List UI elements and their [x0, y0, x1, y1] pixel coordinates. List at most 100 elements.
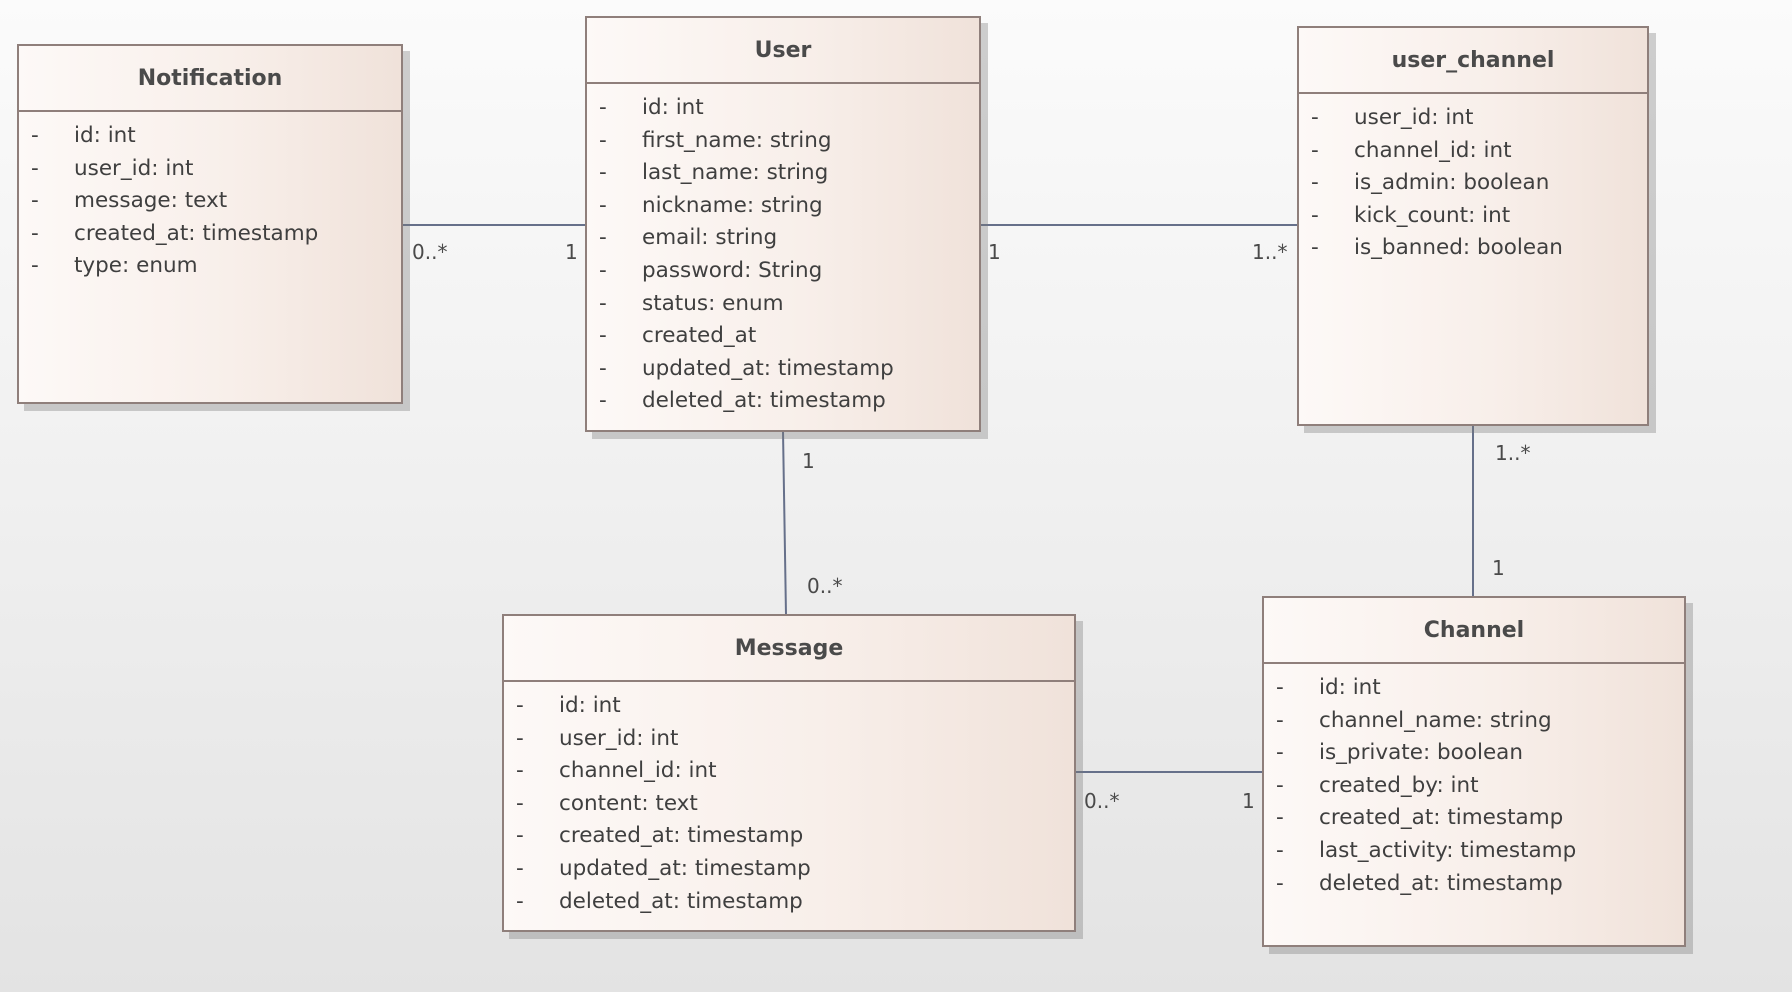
attribute-text: updated_at: timestamp — [559, 855, 811, 881]
attribute: - channel_id: int — [504, 755, 1074, 788]
attribute: - type: enum — [19, 250, 401, 283]
attribute: - updated_at: timestamp — [504, 853, 1074, 886]
visibility-marker: - — [516, 823, 524, 849]
visibility-marker: - — [31, 253, 39, 279]
attribute-text: id: int — [74, 123, 136, 148]
visibility-marker: - — [1311, 105, 1319, 130]
multiplicity-channel-side-user-channel: 1 — [1492, 556, 1505, 580]
attribute-text: channel_name: string — [1319, 707, 1552, 733]
attribute: - last_name: string — [587, 157, 979, 190]
visibility-marker: - — [599, 95, 607, 120]
multiplicity-message-side-channel: 0..* — [1084, 789, 1120, 813]
visibility-marker: - — [599, 290, 607, 316]
visibility-marker: - — [516, 693, 524, 718]
visibility-marker: - — [599, 388, 607, 414]
attribute: -created_at: timestamp — [1264, 802, 1684, 835]
visibility-marker: - — [516, 855, 524, 881]
visibility-marker: - — [599, 257, 607, 283]
attribute-text: channel_id: int — [559, 758, 717, 784]
visibility-marker: - — [1311, 170, 1319, 196]
attribute-text: kick_count: int — [1354, 202, 1511, 228]
attribute-text: is_banned: boolean — [1354, 235, 1563, 261]
attribute: -channel_id: int — [1299, 135, 1647, 168]
attribute-text: created_at: timestamp — [74, 220, 319, 246]
attribute: -message: text — [19, 185, 401, 218]
attribute-text: last_name: string — [642, 160, 829, 186]
attribute: -is_private: boolean — [1264, 737, 1684, 770]
attribute-text: last_activity: timestamp — [1319, 837, 1577, 863]
class-user-channel[interactable]: user_channel -user_id: int -channel_id: … — [1297, 26, 1649, 426]
visibility-marker: - — [516, 758, 524, 784]
class-message[interactable]: Message -id: int -user_id: int -channel_… — [502, 614, 1076, 932]
visibility-marker: - — [31, 220, 39, 246]
attribute: - id: int — [587, 92, 979, 125]
visibility-marker: - — [516, 790, 524, 816]
attribute: -password: String — [587, 255, 979, 288]
attribute-text: created_at: timestamp — [559, 823, 804, 849]
attribute: -updated_at: timestamp — [587, 353, 979, 386]
class-notification[interactable]: Notification - id: int -user_id: int -mes… — [17, 44, 403, 404]
visibility-marker: - — [599, 127, 607, 153]
attribute-list: - id: int -user_id: int -message: text - c… — [19, 112, 401, 283]
attribute: - created_at: timestamp — [19, 218, 401, 251]
attribute-text: deleted_at: timestamp — [1319, 870, 1563, 896]
attribute: - status: enum — [587, 288, 979, 321]
attribute: -email: string — [587, 222, 979, 255]
attribute: - deleted_at: timestamp — [587, 385, 979, 418]
visibility-marker: - — [1276, 772, 1284, 798]
connector-user-message — [782, 430, 787, 616]
class-channel[interactable]: Channel - id: int - channel_name: string -… — [1262, 596, 1686, 947]
attribute: -user_id: int — [19, 153, 401, 186]
attribute: -last_activity: timestamp — [1264, 835, 1684, 868]
visibility-marker: - — [1276, 870, 1284, 896]
multiplicity-user-side-message: 1 — [802, 449, 815, 473]
attribute-text: id: int — [1319, 675, 1381, 700]
attribute-text: channel_id: int — [1354, 137, 1512, 163]
attribute-text: user_id: int — [559, 725, 679, 751]
visibility-marker: - — [516, 888, 524, 914]
visibility-marker: - — [516, 725, 524, 751]
attribute: - user_id: int — [1299, 102, 1647, 135]
attribute: -first_name: string — [587, 125, 979, 158]
attribute-list: -id: int -user_id: int -channel_id: int … — [504, 682, 1074, 918]
attribute-text: email: string — [642, 225, 778, 251]
attribute: - deleted_at: timestamp — [504, 886, 1074, 919]
attribute-text: user_id: int — [1354, 105, 1474, 130]
multiplicity-message-side-user: 0..* — [807, 574, 843, 598]
attribute-text: nickname: string — [642, 192, 823, 218]
attribute-text: created_at — [642, 323, 757, 349]
class-name: User — [587, 18, 979, 84]
visibility-marker: - — [599, 192, 607, 218]
attribute: - deleted_at: timestamp — [1264, 868, 1684, 901]
class-name: Channel — [1264, 598, 1684, 664]
attribute: - created_at: timestamp — [504, 820, 1074, 853]
attribute: - id: int — [19, 120, 401, 153]
visibility-marker: - — [31, 188, 39, 214]
attribute: - id: int — [1264, 672, 1684, 705]
visibility-marker: - — [1276, 805, 1284, 831]
visibility-marker: - — [599, 355, 607, 381]
visibility-marker: - — [31, 155, 39, 181]
attribute-text: id: int — [559, 693, 621, 718]
class-name: Notification — [19, 46, 401, 112]
visibility-marker: - — [1311, 202, 1319, 228]
attribute-text: type: enum — [74, 253, 198, 279]
attribute: -is_banned: boolean — [1299, 232, 1647, 265]
attribute-text: content: text — [559, 790, 698, 816]
attribute-text: deleted_at: timestamp — [642, 388, 886, 414]
attribute-list: - id: int - channel_name: string -is_priva… — [1264, 664, 1684, 900]
class-user[interactable]: User - id: int -first_name: string - last_… — [585, 16, 981, 432]
multiplicity-notification-side: 0..* — [412, 240, 448, 264]
attribute-text: status: enum — [642, 290, 784, 316]
visibility-marker: - — [1276, 707, 1284, 733]
visibility-marker: - — [599, 160, 607, 186]
attribute: - user_id: int — [504, 723, 1074, 756]
attribute-text: deleted_at: timestamp — [559, 888, 803, 914]
attribute: - id: int — [504, 690, 1074, 723]
multiplicity-user-channel-side-user: 1..* — [1252, 240, 1288, 264]
visibility-marker: - — [1276, 675, 1284, 700]
visibility-marker: - — [31, 123, 39, 148]
attribute-text: id: int — [642, 95, 704, 120]
multiplicity-user-channel-side-channel: 1..* — [1495, 441, 1531, 465]
